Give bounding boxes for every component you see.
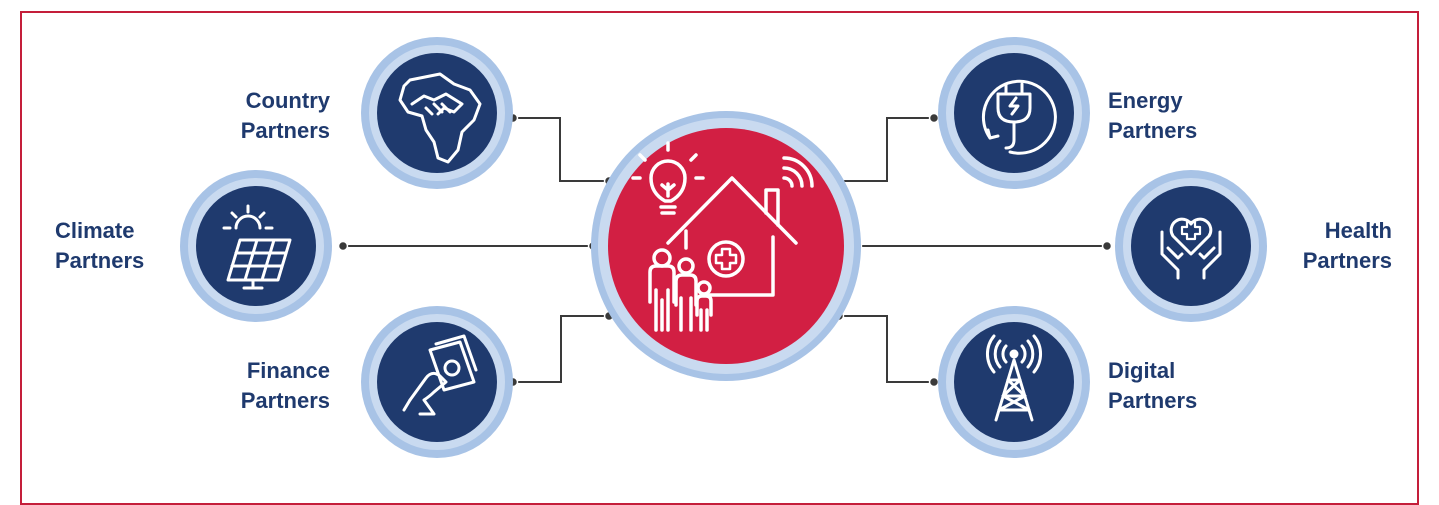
power-plug-icon: [982, 79, 1057, 155]
handshake-africa-icon: [398, 72, 482, 164]
hub-node: [591, 111, 861, 381]
connector-finance: [513, 315, 609, 383]
label-line: Digital: [1108, 358, 1176, 383]
label-finance-partners: Finance Partners: [205, 356, 330, 416]
label-country-partners: Country Partners: [205, 86, 330, 146]
label-climate-partners: Climate Partners: [55, 216, 185, 276]
connector-energy: [839, 117, 934, 182]
connector-dot: [928, 112, 940, 124]
label-line: Climate: [55, 218, 135, 243]
connector-dot: [337, 240, 349, 252]
connector-country: [513, 117, 609, 182]
hand-money-icon: [402, 334, 478, 416]
home-health-family-icon: [631, 141, 814, 332]
connector-digital: [839, 315, 934, 383]
label-health-partners: Health Partners: [1270, 216, 1392, 276]
label-line: Partners: [240, 388, 330, 413]
energy-partners-node: [938, 37, 1090, 189]
label-line: Country: [245, 88, 330, 113]
label-line: Finance: [246, 358, 330, 383]
solar-panel-icon: [222, 204, 292, 290]
label-line: Partners: [1302, 248, 1392, 273]
label-line: Partners: [1108, 388, 1198, 413]
label-digital-partners: Digital Partners: [1108, 356, 1248, 416]
finance-partners-node: [361, 306, 513, 458]
label-line: Partners: [1108, 118, 1198, 143]
health-partners-node: [1115, 170, 1267, 322]
country-partners-node: [361, 37, 513, 189]
label-line: Partners: [55, 248, 145, 273]
label-line: Health: [1324, 218, 1392, 243]
radio-tower-icon: [986, 334, 1042, 422]
label-energy-partners: Energy Partners: [1108, 86, 1248, 146]
connector-dot: [928, 376, 940, 388]
heart-hands-icon: [1160, 217, 1222, 280]
digital-partners-node: [938, 306, 1090, 458]
label-line: Partners: [240, 118, 330, 143]
connector-dot: [1101, 240, 1113, 252]
climate-partners-node: [180, 170, 332, 322]
label-line: Energy: [1108, 88, 1183, 113]
